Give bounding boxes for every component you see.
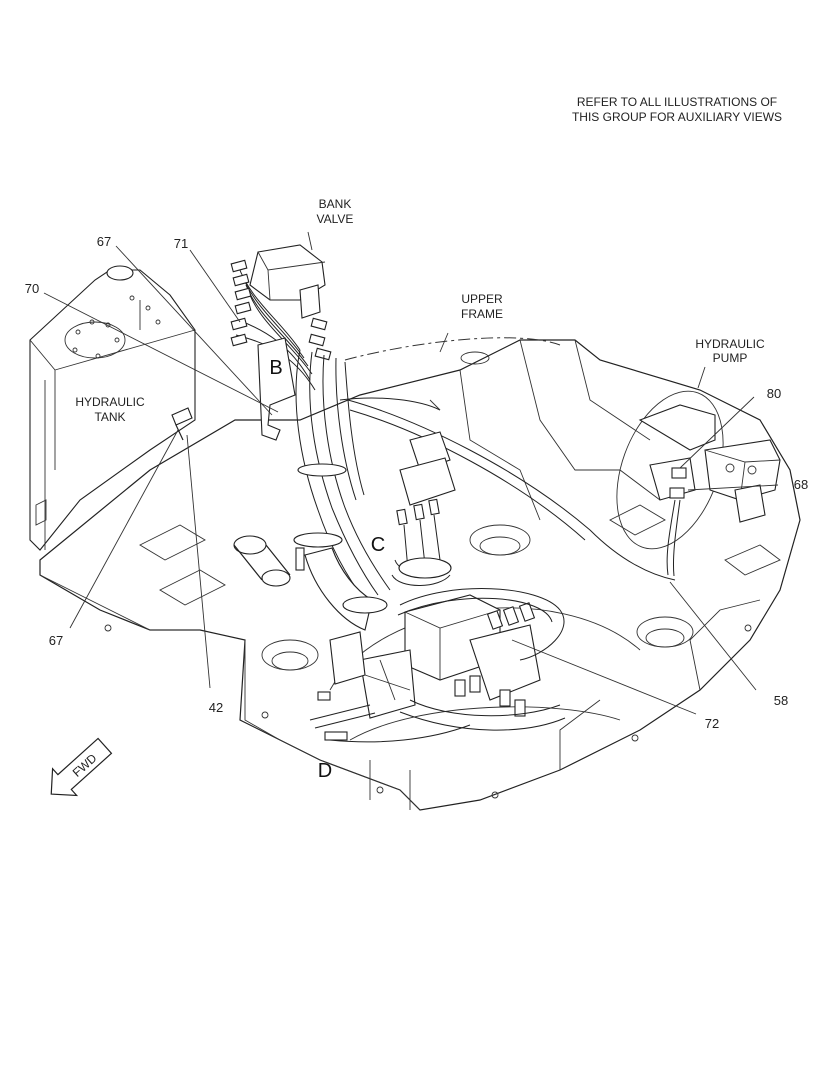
fwd-arrow-icon: FWD xyxy=(50,737,113,797)
note-line-2: THIS GROUP FOR AUXILIARY VIEWS xyxy=(572,110,782,124)
callout-70: 70 xyxy=(25,281,39,296)
swivel-valve-c xyxy=(391,431,456,586)
callout-72: 72 xyxy=(705,716,719,731)
hydraulic-tank-label-1: HYDRAULIC xyxy=(75,395,145,409)
callout-67-top: 67 xyxy=(97,234,111,249)
callout-80: 80 xyxy=(767,386,781,401)
control-valve-assembly xyxy=(309,588,566,743)
hose-bundle xyxy=(293,349,676,631)
upper-frame-leader xyxy=(439,332,449,353)
bank-valve-label-2: VALVE xyxy=(317,212,354,226)
callout-leaders xyxy=(43,245,779,715)
upper-frame-label-2: FRAME xyxy=(461,307,503,321)
view-label-d: D xyxy=(318,760,332,782)
upper-frame-boundary xyxy=(344,337,561,361)
callout-42: 42 xyxy=(209,700,223,715)
note-line-1: REFER TO ALL ILLUSTRATIONS OF xyxy=(577,95,777,109)
view-label-b: B xyxy=(269,357,282,379)
fwd-label: FWD xyxy=(70,751,100,780)
callout-68: 68 xyxy=(794,477,808,492)
hydraulic-tank-label-2: TANK xyxy=(94,410,125,424)
bank-valve xyxy=(230,244,332,441)
hydraulic-pump-label-2: PUMP xyxy=(713,351,748,365)
upper-frame xyxy=(39,339,801,811)
hydraulic-pump xyxy=(616,390,781,577)
callout-58: 58 xyxy=(774,693,788,708)
view-label-c: C xyxy=(371,534,385,556)
hydraulic-pump-label-1: HYDRAULIC xyxy=(695,337,765,351)
callout-71: 71 xyxy=(174,236,188,251)
callout-67-bottom: 67 xyxy=(49,633,63,648)
hydraulic-tank xyxy=(29,265,196,551)
bank-valve-label-1: BANK xyxy=(319,197,352,211)
tank-fitting xyxy=(171,407,193,441)
hydraulic-pump-leader xyxy=(697,366,706,389)
bank-valve-leader xyxy=(307,231,313,251)
upper-frame-label-1: UPPER xyxy=(461,292,503,306)
